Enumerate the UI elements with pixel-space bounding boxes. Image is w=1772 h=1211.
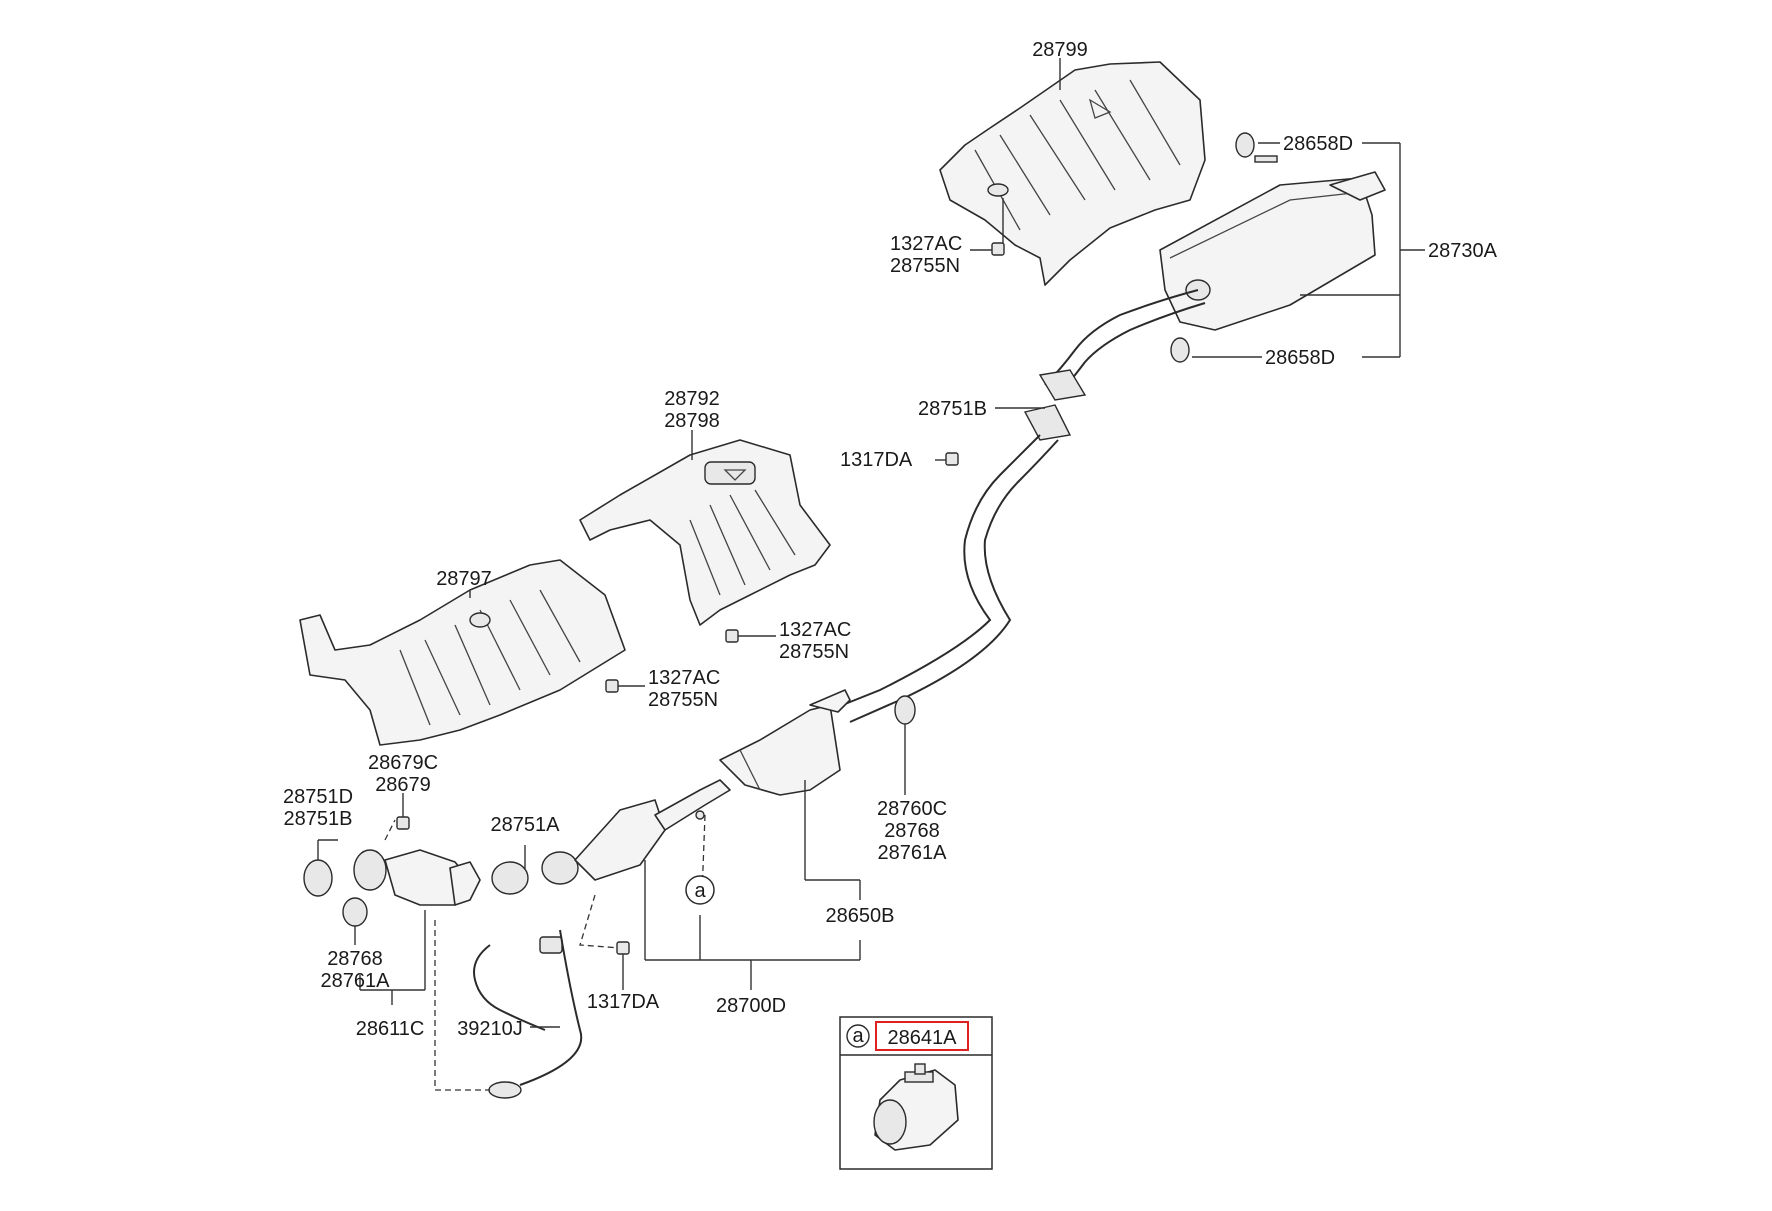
label-1317da-low[interactable]: 1317DA — [587, 991, 660, 1013]
label-28751d[interactable]: 28751D — [283, 786, 353, 808]
nut-1327ac-low — [605, 679, 619, 693]
label-28611c[interactable]: 28611C — [356, 1018, 425, 1040]
center-pipe — [829, 369, 1087, 723]
label-28751a[interactable]: 28751A — [491, 814, 561, 836]
leader-lines — [317, 58, 1425, 1028]
label-28679c[interactable]: 28679C — [368, 752, 438, 774]
nut-1327ac-top — [991, 242, 1005, 256]
label-28797[interactable]: 28797 — [436, 568, 492, 590]
hanger-28658d-bottom — [1170, 337, 1190, 363]
inset-part-number[interactable]: 28641A — [888, 1027, 958, 1049]
label-28792[interactable]: 28792 — [664, 388, 720, 410]
front-exhaust-assembly — [303, 689, 916, 1099]
label-1327ac-top[interactable]: 1327AC — [890, 233, 962, 255]
label-28755n-mid[interactable]: 28755N — [779, 641, 849, 663]
label-28751b-left[interactable]: 28751B — [284, 808, 353, 830]
label-28798[interactable]: 28798 — [664, 410, 720, 432]
label-28751b-mid[interactable]: 28751B — [918, 398, 987, 420]
hanger-28658d-top — [1235, 132, 1278, 163]
callout-a: a — [685, 875, 715, 905]
rear-muffler-28730a — [1044, 171, 1386, 396]
heat-shield-28799 — [939, 61, 1206, 286]
inset-box: a 28641A — [839, 1016, 993, 1170]
heat-shield-28797 — [299, 559, 626, 746]
label-28761a-left[interactable]: 28761A — [321, 970, 391, 992]
part-labels: 28799 28658D 28730A 28658D 1327AC 28755N… — [283, 39, 1498, 1040]
heat-shield-28792 — [579, 439, 831, 626]
label-28760c[interactable]: 28760C — [877, 798, 947, 820]
label-28658d-top[interactable]: 28658D — [1283, 133, 1353, 155]
inset-ref: a — [852, 1025, 864, 1047]
label-28799[interactable]: 28799 — [1032, 39, 1088, 61]
label-28755n-top[interactable]: 28755N — [890, 255, 960, 277]
label-28679[interactable]: 28679 — [375, 774, 431, 796]
callout-a-text: a — [694, 880, 706, 902]
label-28768-left[interactable]: 28768 — [327, 948, 383, 970]
label-28768-right[interactable]: 28768 — [884, 820, 940, 842]
label-28650b[interactable]: 28650B — [826, 905, 895, 927]
label-28755n-low[interactable]: 28755N — [648, 689, 718, 711]
label-39210j[interactable]: 39210J — [457, 1018, 523, 1040]
label-28730a[interactable]: 28730A — [1428, 240, 1498, 262]
nut-1327ac-mid — [725, 629, 739, 643]
label-28761a-right[interactable]: 28761A — [878, 842, 948, 864]
label-28700d[interactable]: 28700D — [716, 995, 786, 1017]
label-1327ac-low[interactable]: 1327AC — [648, 667, 720, 689]
inset-highlight-box — [875, 1021, 969, 1051]
clamp-28641a-icon — [873, 1063, 959, 1151]
label-28658d-bottom[interactable]: 28658D — [1265, 347, 1335, 369]
label-1327ac-mid[interactable]: 1327AC — [779, 619, 851, 641]
label-1317da-mid[interactable]: 1317DA — [840, 449, 913, 471]
